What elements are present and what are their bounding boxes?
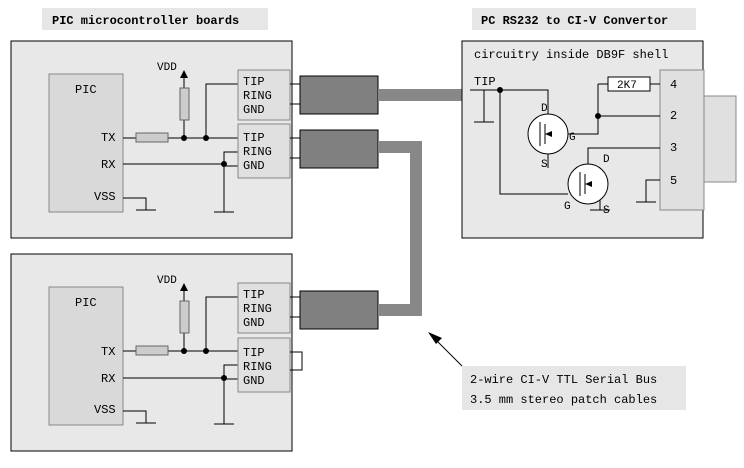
board-1-jack-a xyxy=(237,69,291,121)
board-1-jack-a-tip: TIP xyxy=(243,75,265,89)
board-1-pic-chip xyxy=(48,73,124,213)
cable-board-link xyxy=(378,141,422,316)
board-2-vss-label: VSS xyxy=(94,403,116,417)
plug-board-1-b xyxy=(299,129,379,169)
right-header-bg xyxy=(472,8,696,30)
board-2-tx-resistor xyxy=(135,345,169,356)
board-2-pic-label: PIC xyxy=(75,296,97,310)
board-1-pic-label: PIC xyxy=(75,83,97,97)
board-1-vss-label: VSS xyxy=(94,190,116,204)
board-2-jack-b-ring: RING xyxy=(243,360,272,374)
left-header: PIC microcontroller boards xyxy=(52,14,239,28)
board-2-jack-a-ring: RING xyxy=(243,302,272,316)
right-header: PC RS232 to CI-V Convertor xyxy=(481,14,668,28)
mosfet-1-s: S xyxy=(541,159,548,171)
resistor-label: 2K7 xyxy=(617,80,637,92)
callout-line-1: 2-wire CI-V TTL Serial Bus xyxy=(470,373,657,387)
callout-line-2: 3.5 mm stereo patch cables xyxy=(470,393,657,407)
board-2-tx-label: TX xyxy=(101,345,115,359)
plug-board-2-a xyxy=(299,290,379,330)
board-1-jack-b-ring: RING xyxy=(243,145,272,159)
callout-arrow-icon xyxy=(428,332,442,344)
db9-pin-5: 5 xyxy=(670,174,677,188)
board-1-jack-b xyxy=(237,123,291,179)
db9-pin-2: 2 xyxy=(670,109,677,123)
db9-pin-4: 4 xyxy=(670,78,677,92)
board-2-vdd-arrow-icon xyxy=(180,283,188,291)
board-1-jack-b-tip: TIP xyxy=(243,131,265,145)
board-2-jack-b-tip: TIP xyxy=(243,346,265,360)
board-2-pullup-resistor xyxy=(179,300,190,334)
board-2-jack-b xyxy=(237,337,291,393)
board-1-pullup-resistor xyxy=(179,87,190,121)
convertor-panel: circuitry inside DB9F shell TIP 2K7 4 2 … xyxy=(461,40,737,239)
board-2-jack-a xyxy=(237,282,291,334)
board-1-tx-resistor xyxy=(135,132,169,143)
mosfet-2-g: G xyxy=(564,201,571,213)
mosfet-1-g: G xyxy=(569,132,576,144)
board-2-jack-a-gnd: GND xyxy=(243,316,265,330)
patch-cables xyxy=(299,75,470,330)
mosfet-2-s: S xyxy=(603,205,610,217)
left-header-bg xyxy=(42,8,268,30)
db9-pin-3: 3 xyxy=(670,141,677,155)
board-2-pic-chip xyxy=(48,286,124,426)
pic-board-1: PIC TX RX VSS VDD TIP RING GND TIP RING … xyxy=(10,40,301,239)
board-2-rx-label: RX xyxy=(101,372,115,386)
board-1-jack-a-gnd: GND xyxy=(243,103,265,117)
convertor-tip-label: TIP xyxy=(474,75,496,89)
convertor-title: circuitry inside DB9F shell xyxy=(474,48,668,62)
db9-shell xyxy=(703,95,737,183)
callout-box xyxy=(462,366,686,410)
pic-board-2: PIC TX RX VSS VDD TIP RING GND TIP RING … xyxy=(10,253,303,452)
mosfet-2-d: D xyxy=(603,154,610,166)
board-2-vdd-label: VDD xyxy=(157,275,177,287)
board-1-rx-label: RX xyxy=(101,158,115,172)
board-2-jack-a-tip: TIP xyxy=(243,288,265,302)
board-1-jack-b-gnd: GND xyxy=(243,159,265,173)
bus-callout: 2-wire CI-V TTL Serial Bus 3.5 mm stereo… xyxy=(428,332,686,410)
db9-connector xyxy=(659,69,705,211)
board-1-vdd-label: VDD xyxy=(157,62,177,74)
mosfet-1-d: D xyxy=(541,103,548,115)
board-1-tx-label: TX xyxy=(101,131,115,145)
board-1-vdd-arrow-icon xyxy=(180,70,188,78)
plug-board-1-a xyxy=(299,75,379,115)
board-1-jack-a-ring: RING xyxy=(243,89,272,103)
board-2-jack-b-gnd: GND xyxy=(243,374,265,388)
